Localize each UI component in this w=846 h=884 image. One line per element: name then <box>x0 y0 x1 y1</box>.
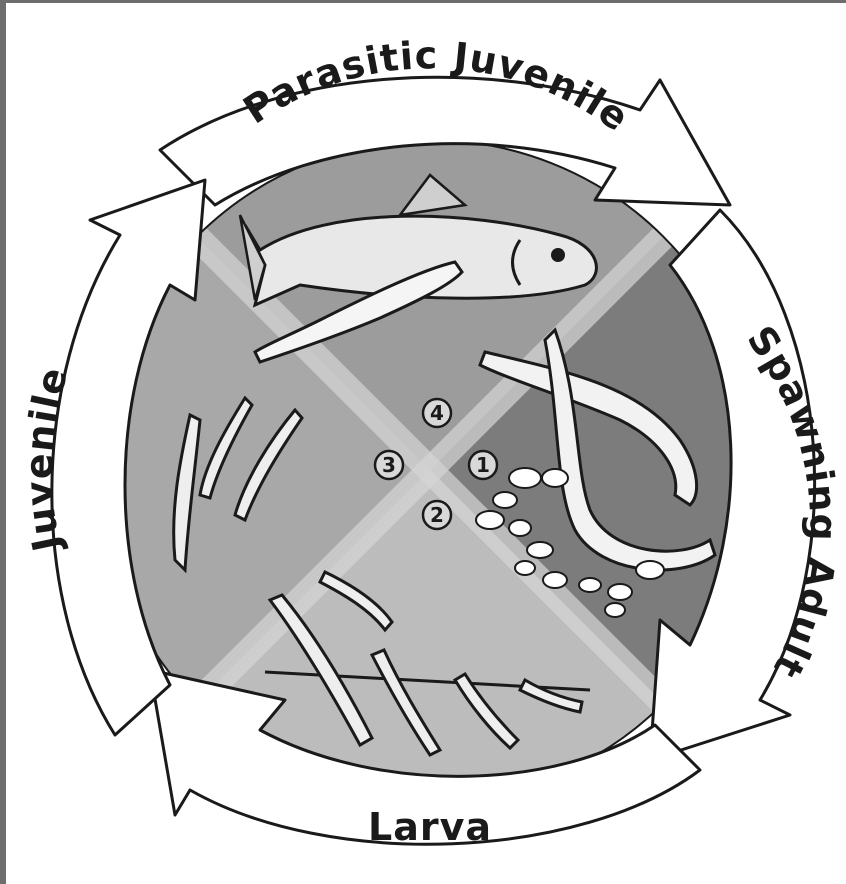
marker-3: 3 <box>375 451 403 479</box>
marker-1: 1 <box>469 451 497 479</box>
svg-text:3: 3 <box>382 453 396 477</box>
svg-text:4: 4 <box>430 401 444 425</box>
svg-text:2: 2 <box>430 503 444 527</box>
label-larva: Larva <box>368 805 492 849</box>
svg-text:1: 1 <box>476 453 490 477</box>
fish-eye <box>551 248 565 262</box>
marker-2: 2 <box>423 501 451 529</box>
marker-4: 4 <box>423 399 451 427</box>
